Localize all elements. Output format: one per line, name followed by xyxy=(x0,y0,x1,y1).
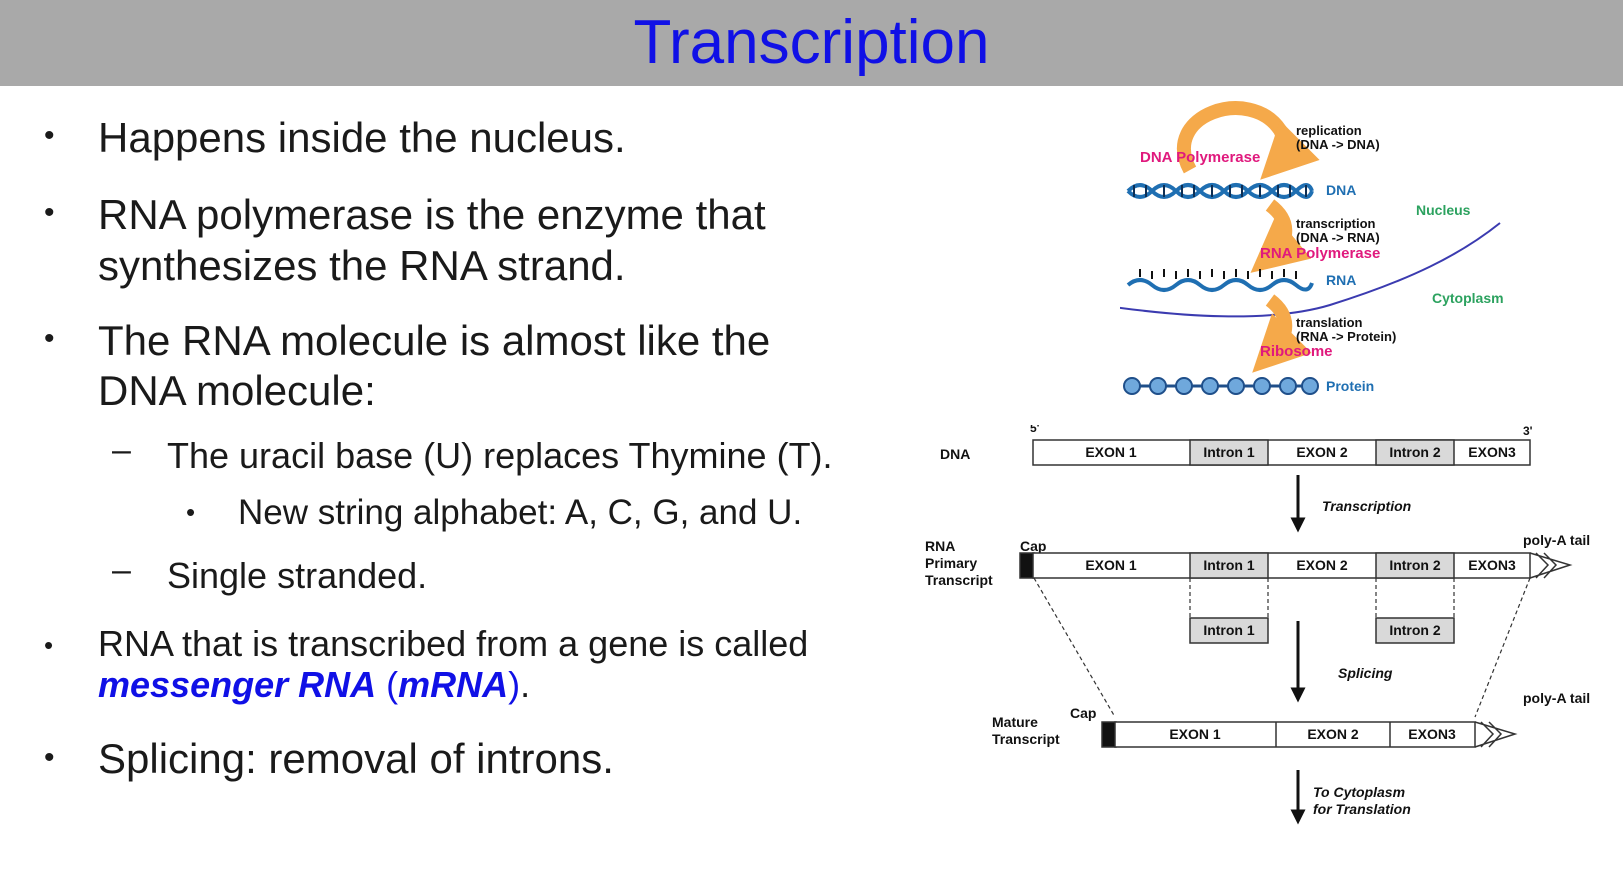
sub-bullet-uracil: The uracil base (U) replaces Thymine (T)… xyxy=(167,435,833,476)
bullet-dot: • xyxy=(44,322,55,355)
nuclear-membrane xyxy=(1120,222,1501,318)
translation-formula: (RNA -> Protein) xyxy=(1296,329,1396,344)
excised-introns xyxy=(1189,617,1455,644)
dna-intron2: Intron 2 xyxy=(1389,444,1441,460)
excised-intron2: Intron 2 xyxy=(1389,622,1441,638)
dna-helix xyxy=(1126,183,1314,199)
mrna-term: mRNA xyxy=(398,664,509,705)
dna-exon1: EXON 1 xyxy=(1085,444,1137,460)
title-bar xyxy=(0,0,1623,86)
primary-transcript-label-1: RNA xyxy=(925,538,955,554)
period: . xyxy=(520,664,531,705)
protein-label: Protein xyxy=(1326,378,1374,394)
primary-exon3: EXON3 xyxy=(1468,557,1516,573)
five-prime-label: 5' xyxy=(1030,425,1040,435)
paren-open: ( xyxy=(376,664,399,705)
translation-label: translation xyxy=(1296,315,1363,330)
dna-rungs xyxy=(1133,185,1307,197)
messenger-rna-term: messenger RNA xyxy=(98,664,377,705)
primary-exon1: EXON 1 xyxy=(1085,557,1137,573)
bullet-polymerase-line1: RNA polymerase is the enzyme that xyxy=(98,191,766,238)
sub-sub-bullet-alphabet: New string alphabet: A, C, G, and U. xyxy=(238,493,803,532)
primary-transcript-label-2: Primary xyxy=(925,555,977,571)
bullet-mrna-line1: RNA that is transcribed from a gene is c… xyxy=(98,623,809,664)
bullet-mrna-line2: messenger RNA (mRNA). xyxy=(98,663,530,707)
to-cytoplasm-label-1: To Cytoplasm xyxy=(1313,784,1405,800)
mature-exon3: EXON3 xyxy=(1408,726,1456,742)
sub-sub-bullet-dot: • xyxy=(186,497,196,527)
translation-arrow xyxy=(1252,294,1312,373)
to-cytoplasm-label-2: for Translation xyxy=(1313,801,1411,817)
splicing-step-label: Splicing xyxy=(1338,665,1393,681)
bullet-list: • Happens inside the nucleus. • RNA poly… xyxy=(44,114,833,782)
dna-intron1: Intron 1 xyxy=(1203,444,1255,460)
rna-label: RNA xyxy=(1326,272,1356,288)
mature-exon2: EXON 2 xyxy=(1307,726,1359,742)
rna-polymerase-label: RNA Polymerase xyxy=(1260,245,1380,262)
protein-chain xyxy=(1123,377,1319,395)
rna-strand xyxy=(1126,278,1314,292)
mature-cap-label: Cap xyxy=(1070,705,1096,721)
primary-transcript-bar xyxy=(1019,552,1573,579)
transcription-formula: (DNA -> RNA) xyxy=(1296,230,1380,245)
primary-exon2: EXON 2 xyxy=(1296,557,1348,573)
sub-bullet-dash: – xyxy=(112,431,131,469)
slide-title: Transcription xyxy=(633,8,990,77)
mature-transcript-bar xyxy=(1101,721,1518,748)
primary-cap-label: Cap xyxy=(1020,538,1046,554)
dna-exon2: EXON 2 xyxy=(1296,444,1348,460)
bullet-dot: • xyxy=(44,630,54,660)
mature-transcript-label-2: Transcript xyxy=(992,731,1060,747)
transcription-step-label: Transcription xyxy=(1322,498,1411,514)
replication-formula: (DNA -> DNA) xyxy=(1296,137,1380,152)
sub-bullet-single-stranded: Single stranded. xyxy=(167,555,428,596)
nucleus-label: Nucleus xyxy=(1416,202,1471,218)
primary-intron2: Intron 2 xyxy=(1389,557,1441,573)
replication-arrow xyxy=(1177,101,1320,180)
bullet-dot: • xyxy=(44,196,55,229)
bullet-splicing: Splicing: removal of introns. xyxy=(98,735,614,782)
bullet-dot: • xyxy=(44,119,55,152)
primary-intron1: Intron 1 xyxy=(1203,557,1255,573)
mature-transcript-label-1: Mature xyxy=(992,714,1038,730)
ribosome-label: Ribosome xyxy=(1260,343,1333,360)
dna-row-label: DNA xyxy=(940,446,970,462)
primary-polya-label: poly-A tail xyxy=(1523,532,1590,548)
dna-label: DNA xyxy=(1326,182,1356,198)
replication-label: replication xyxy=(1296,123,1362,138)
paren-close: ) xyxy=(508,664,521,705)
mature-polya-label: poly-A tail xyxy=(1523,690,1590,706)
cytoplasm-label: Cytoplasm xyxy=(1432,290,1504,306)
transcription-arrow xyxy=(1250,199,1312,273)
bullet-molecule-line1: The RNA molecule is almost like the xyxy=(98,317,771,364)
excised-intron1: Intron 1 xyxy=(1203,622,1255,638)
splicing-diagram: 5' 3' DNA EXON 1 Intron 1 EXON 2 Intron … xyxy=(925,425,1590,825)
excision-guides xyxy=(1033,577,1531,718)
rna-bases xyxy=(1139,269,1297,279)
central-dogma-diagram: replication (DNA -> DNA) DNA Polymerase … xyxy=(1120,101,1504,395)
dna-polymerase-label: DNA Polymerase xyxy=(1140,149,1260,166)
bullet-polymerase-line2: synthesizes the RNA strand. xyxy=(98,242,626,289)
bullet-molecule-line2: DNA molecule: xyxy=(98,367,376,414)
bullet-nucleus: Happens inside the nucleus. xyxy=(98,114,626,161)
sub-bullet-dash: – xyxy=(112,551,131,589)
bullet-dot: • xyxy=(44,741,55,774)
dna-gene-bar xyxy=(1032,439,1531,466)
mature-exon1: EXON 1 xyxy=(1169,726,1221,742)
dna-exon3: EXON3 xyxy=(1468,444,1516,460)
three-prime-label: 3' xyxy=(1523,425,1533,438)
transcription-label: transcription xyxy=(1296,216,1376,231)
primary-transcript-label-3: Transcript xyxy=(925,572,993,588)
